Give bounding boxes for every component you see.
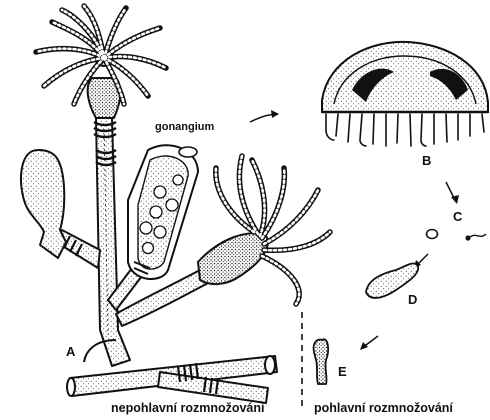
egg [427, 230, 438, 239]
label-d: D [408, 292, 417, 307]
label-b: B [422, 153, 431, 168]
polyp-bud [21, 150, 66, 258]
sperm [465, 235, 470, 240]
medusa [322, 42, 488, 146]
right-hydranth [198, 156, 330, 304]
medusa-tentacles [326, 114, 484, 146]
stolon [67, 356, 277, 403]
label-gonangium: gonangium [155, 121, 214, 133]
main-stem [96, 118, 130, 366]
label-a: A [66, 344, 75, 359]
caption-sexual: pohlavní rozmnožování [314, 401, 453, 415]
gametes [427, 230, 487, 241]
young-polyp [314, 339, 328, 384]
gonangium [128, 145, 198, 279]
label-c: C [453, 209, 462, 224]
label-e: E [338, 364, 347, 379]
caption-asexual: nepohlavní rozmnožování [111, 401, 265, 415]
